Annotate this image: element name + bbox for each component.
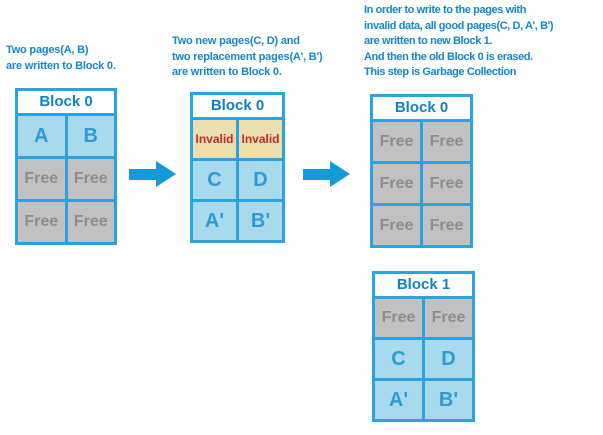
page-cell-free: Free [18,202,65,242]
caption-line: This step is Garbage Collection [364,66,517,78]
caption-line: Two new pages(C, D) and [172,35,300,47]
step2-block0: Block 0 Invalid Invalid C D A' B' [190,92,285,243]
page-cell-b-prime: B' [425,381,472,419]
page-cell-free: Free [67,202,114,242]
page-cell-a: A [18,116,65,156]
page-cell-invalid: Invalid [239,120,282,158]
page-cell-free: Free [373,122,420,161]
caption-line: are written to new Block 1. [364,35,492,47]
caption-line: Two pages(A, B) [6,44,89,56]
page-cell-free: Free [18,159,65,199]
page-cell-b: B [67,116,114,156]
page-cell-a-prime: A' [193,202,236,240]
block-title: Block 0 [18,91,114,113]
page-row: Free Free [18,202,114,242]
page-row: Free Free [18,159,114,199]
page-cell-c: C [375,340,422,378]
page-cell-free: Free [423,122,470,161]
page-cell-a-prime: A' [375,381,422,419]
arrow-right-icon [129,161,176,188]
page-cell-free: Free [373,206,420,245]
page-row: Invalid Invalid [193,120,282,158]
caption-line: invalid data, all good pages(C, D, A', B… [364,19,554,32]
step1-block0: Block 0 A B Free Free Free Free [15,88,117,245]
page-cell-free: Free [373,164,420,203]
page-cell-c: C [193,161,236,199]
page-row: C D [375,340,472,378]
step2-caption: Two new pages(C, D) and two replacement … [172,34,323,81]
caption-line: are written to Block 0. [172,66,282,78]
step3-block1: Block 1 Free Free C D A' B' [372,271,475,422]
page-row: A B [18,116,114,156]
page-row: A' B' [193,202,282,240]
arrow-right-icon [303,161,350,188]
page-cell-free: Free [423,206,470,245]
page-row: Free Free [373,122,470,161]
block-title: Block 0 [193,95,282,117]
page-cell-invalid: Invalid [193,120,236,158]
page-cell-free: Free [67,159,114,199]
caption-line: And then the old Block 0 is erased. [364,50,533,63]
step3-block0: Block 0 Free Free Free Free Free Free [370,94,473,248]
arrow-shaft [129,169,156,180]
arrow-shaft [303,169,330,180]
block-title: Block 1 [375,274,472,296]
caption-line: are written to Block 0. [6,59,116,72]
step1-caption: Two pages(A, B) are written to Block 0. [6,43,116,74]
arrow-head [330,161,350,187]
page-row: Free Free [373,206,470,245]
page-cell-d: D [239,161,282,199]
page-cell-d: D [425,340,472,378]
page-cell-free: Free [423,164,470,203]
page-row: C D [193,161,282,199]
page-row: Free Free [373,164,470,203]
caption-line: two replacement pages(A', B') [172,50,323,63]
page-row: A' B' [375,381,472,419]
page-row: Free Free [375,299,472,337]
caption-line: In order to write to the pages with [364,4,527,16]
arrow-head [156,161,176,187]
page-cell-free: Free [425,299,472,337]
page-cell-free: Free [375,299,422,337]
step3-caption: In order to write to the pages with inva… [364,3,554,81]
block-title: Block 0 [373,97,470,119]
page-cell-b-prime: B' [239,202,282,240]
